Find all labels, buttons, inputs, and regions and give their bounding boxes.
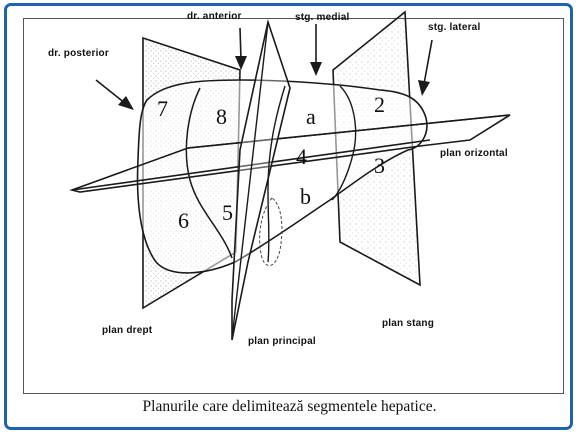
label-stg-lateral: stg. lateral (428, 22, 480, 33)
segment-8: 8 (216, 106, 227, 128)
arrow-dr-posterior (96, 80, 134, 110)
label-plan-drept: plan drept (102, 325, 152, 336)
label-plan-principal: plan principal (248, 336, 316, 347)
label-dr-posterior: dr. posterior (48, 48, 109, 59)
arrow-stg-medial (310, 24, 322, 76)
label-dr-anterior: dr. anterior (187, 11, 242, 22)
segment-a: a (306, 106, 316, 128)
label-plan-orizontal: plan orizontal (440, 148, 508, 159)
arrow-stg-lateral (418, 40, 432, 96)
label-stg-medial: stg. medial (295, 12, 349, 23)
segment-6: 6 (178, 210, 189, 232)
segment-2: 2 (374, 94, 385, 116)
arrow-dr-anterior (235, 28, 247, 70)
segment-7: 7 (157, 98, 168, 120)
segment-b: b (300, 186, 311, 208)
segment-3: 3 (374, 155, 385, 177)
label-plan-stang: plan stang (382, 318, 434, 329)
figure-caption: Planurile care delimitează segmentele he… (0, 398, 579, 416)
segment-4: 4 (296, 146, 307, 168)
segment-5: 5 (222, 202, 233, 224)
